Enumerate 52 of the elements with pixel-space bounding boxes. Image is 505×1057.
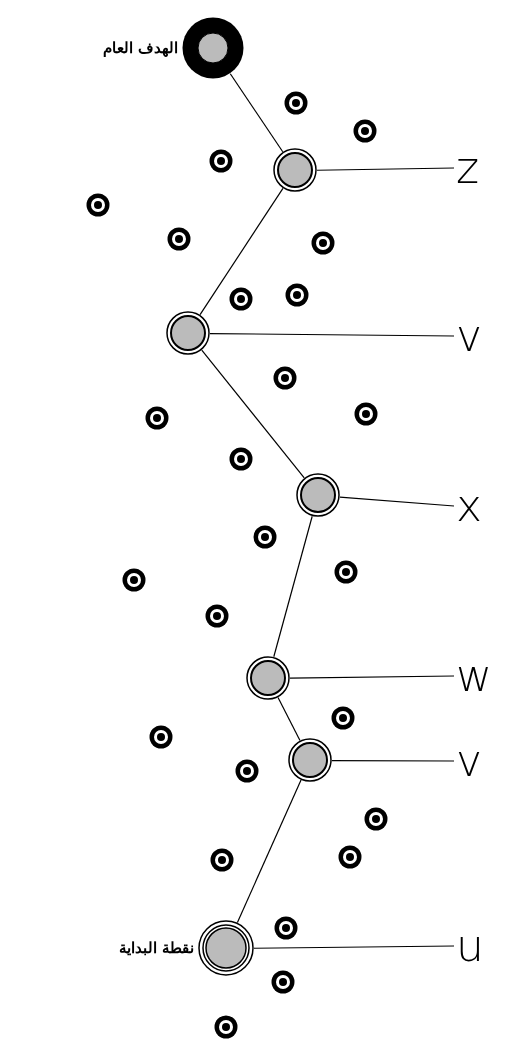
small-circle: [252, 524, 278, 550]
small-circle: [284, 282, 310, 308]
letter-label: x: [456, 484, 483, 528]
goal-circle: [181, 16, 245, 80]
connector-line: [236, 779, 302, 924]
path-circle: [272, 147, 318, 193]
letter-label: w: [456, 654, 492, 698]
letter-label: v: [456, 314, 483, 358]
small-circle: [166, 226, 192, 252]
small-circle: [121, 567, 147, 593]
small-circle: [270, 969, 296, 995]
small-circle: [148, 724, 174, 750]
small-circle: [272, 365, 298, 391]
small-circle: [228, 286, 254, 312]
letter-label: v: [456, 739, 483, 783]
small-circle: [310, 230, 336, 256]
small-circle: [283, 90, 309, 116]
path-circle: [295, 472, 341, 518]
connector-line: [201, 349, 305, 479]
small-circle: [85, 192, 111, 218]
connector-line: [277, 697, 301, 741]
small-circle: [204, 603, 230, 629]
connector-line: [339, 496, 455, 507]
connector-line: [209, 332, 455, 337]
connector-line: [253, 945, 455, 949]
small-circle: [330, 705, 356, 731]
connector-line: [331, 760, 455, 762]
small-circle: [363, 806, 389, 832]
path-circle: [165, 310, 211, 356]
connector-line: [199, 187, 284, 316]
connector-line: [289, 675, 455, 679]
path-circle: [287, 737, 333, 783]
small-circle: [144, 405, 170, 431]
path-circle: [245, 655, 291, 701]
connector-line: [273, 515, 313, 658]
small-circle: [353, 401, 379, 427]
start-circle: [197, 919, 255, 977]
small-circle: [352, 118, 378, 144]
small-circle: [209, 847, 235, 873]
node-caption: نقطة البداية: [119, 939, 195, 957]
small-circle: [273, 915, 299, 941]
small-circle: [213, 1014, 239, 1040]
letter-label: z: [456, 146, 480, 190]
small-circle: [228, 446, 254, 472]
small-circle: [208, 148, 234, 174]
node-caption: الهدف العام: [103, 39, 179, 57]
connector-line: [229, 73, 284, 153]
small-circle: [333, 559, 359, 585]
letter-label: u: [456, 924, 484, 968]
small-circle: [337, 844, 363, 870]
connector-line: [316, 167, 455, 171]
small-circle: [234, 758, 260, 784]
